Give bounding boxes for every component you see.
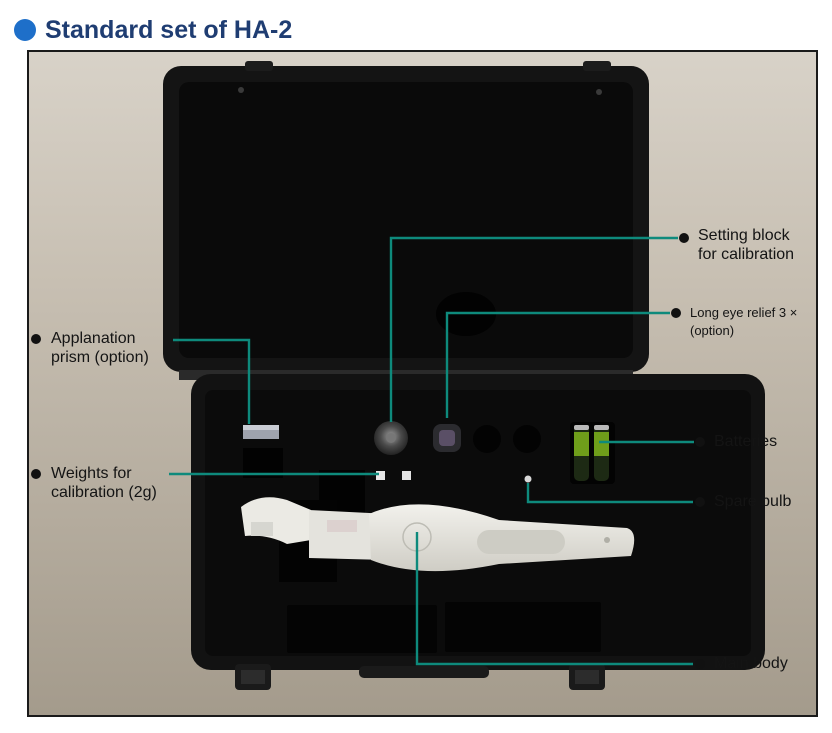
label-setting-block: Setting block for calibration xyxy=(698,227,795,263)
label-applanation-prism: Applanation prism (option) xyxy=(51,330,149,366)
label-weights: Weights for calibration (2g) xyxy=(51,465,157,501)
page-title: Standard set of HA-2 xyxy=(45,15,293,44)
handle xyxy=(359,666,489,678)
spare-bulb-dot-icon xyxy=(695,497,705,507)
leader-main-body xyxy=(415,532,693,666)
case-lid xyxy=(163,61,649,372)
label-spare-bulb: Spare bulb xyxy=(714,493,792,510)
title-row: Standard set of HA-2 xyxy=(14,14,292,46)
empty-well-2 xyxy=(513,425,541,453)
case-photo xyxy=(29,52,816,715)
main-body-dot-icon xyxy=(695,659,705,669)
empty-well-1 xyxy=(473,425,501,453)
setting-block-dot-icon xyxy=(679,233,689,243)
leader-eye-relief xyxy=(445,311,670,418)
photo-frame: Setting block for calibration Long eye r… xyxy=(27,50,818,717)
label-long-eye-relief: Long eye relief 3 × (option) xyxy=(690,305,798,338)
label-dots xyxy=(31,233,705,669)
weight-2 xyxy=(402,471,411,480)
prism-dot-icon xyxy=(31,334,41,344)
leader-spare-bulb xyxy=(526,483,693,504)
batteries-photo xyxy=(574,425,609,481)
eye-relief-dot-icon xyxy=(671,308,681,318)
weights-dot-icon xyxy=(31,469,41,479)
leader-lines xyxy=(169,236,694,666)
label-main-body: Main body xyxy=(714,655,788,672)
batteries-dot-icon xyxy=(695,437,705,447)
title-bullet-icon xyxy=(14,19,36,41)
leader-prism xyxy=(173,338,251,424)
weight-1 xyxy=(376,471,385,480)
case-base xyxy=(191,374,765,690)
main-body-photo xyxy=(241,497,635,572)
label-batteries: Batteries xyxy=(714,433,778,450)
pad-slot-left xyxy=(287,605,437,653)
leader-setting-block xyxy=(389,236,678,422)
spare-bulb xyxy=(524,475,532,483)
pad-slot-right xyxy=(445,602,601,652)
